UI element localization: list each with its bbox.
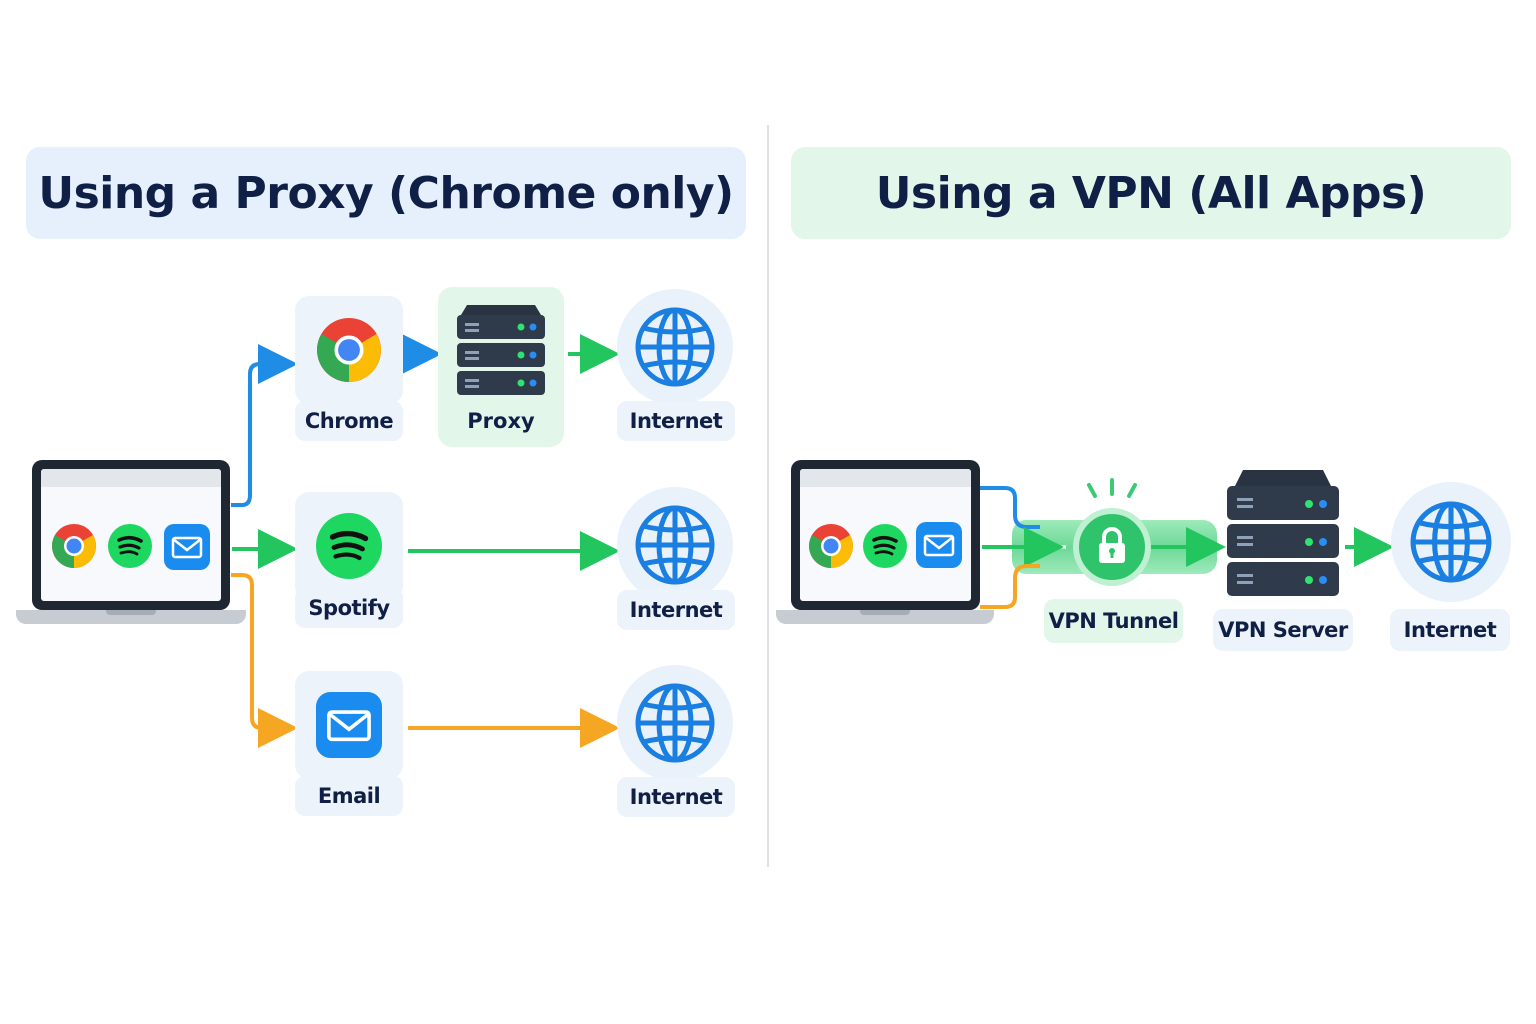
laptop-left — [16, 460, 246, 630]
chrome-app-tile — [295, 296, 403, 404]
lock-glow-rays — [1087, 478, 1137, 498]
chrome-label: Chrome — [295, 401, 403, 441]
spotify-label: Spotify — [295, 588, 403, 628]
globe-icon — [635, 505, 715, 585]
vpn-tunnel-label: VPN Tunnel — [1044, 599, 1183, 643]
proxy-tile: Proxy — [438, 287, 564, 447]
internet-label-3: Internet — [617, 777, 735, 817]
chrome-icon — [809, 524, 853, 573]
internet-globe-1 — [617, 289, 733, 405]
mail-icon — [316, 692, 382, 758]
chrome-route-line — [231, 344, 298, 507]
email-route-line — [231, 573, 298, 748]
proxy-server-icon — [457, 305, 545, 395]
spotify-app-tile — [295, 492, 403, 600]
internet-globe-3 — [617, 665, 733, 781]
laptop-right — [776, 460, 994, 630]
email-app-tile — [295, 671, 403, 779]
panel-divider — [767, 125, 769, 867]
globe-icon — [635, 307, 715, 387]
internet-label-2: Internet — [617, 590, 735, 630]
chrome-icon — [317, 318, 381, 382]
globe-icon — [635, 683, 715, 763]
email-label: Email — [295, 776, 403, 816]
spotify-icon — [863, 524, 907, 573]
vpn-server-icon — [1227, 470, 1339, 596]
vpn-orange-line — [980, 564, 1040, 609]
spotify-icon — [316, 513, 382, 579]
proxy-title: Using a Proxy (Chrome only) — [26, 147, 746, 239]
lock-icon — [1099, 527, 1125, 563]
globe-icon — [1410, 501, 1492, 583]
vpn-internet-globe — [1391, 482, 1511, 602]
internet-globe-2 — [617, 487, 733, 603]
chrome-icon — [52, 524, 96, 573]
spotify-icon — [108, 524, 152, 573]
mail-icon — [164, 524, 210, 575]
vpn-server-label: VPN Server — [1213, 609, 1353, 651]
vpn-internet-label: Internet — [1390, 609, 1510, 651]
internet-label-1: Internet — [617, 401, 735, 441]
vpn-blue-line — [980, 486, 1040, 529]
vpn-title: Using a VPN (All Apps) — [791, 147, 1511, 239]
proxy-label: Proxy — [467, 409, 535, 433]
mail-icon — [916, 522, 962, 573]
